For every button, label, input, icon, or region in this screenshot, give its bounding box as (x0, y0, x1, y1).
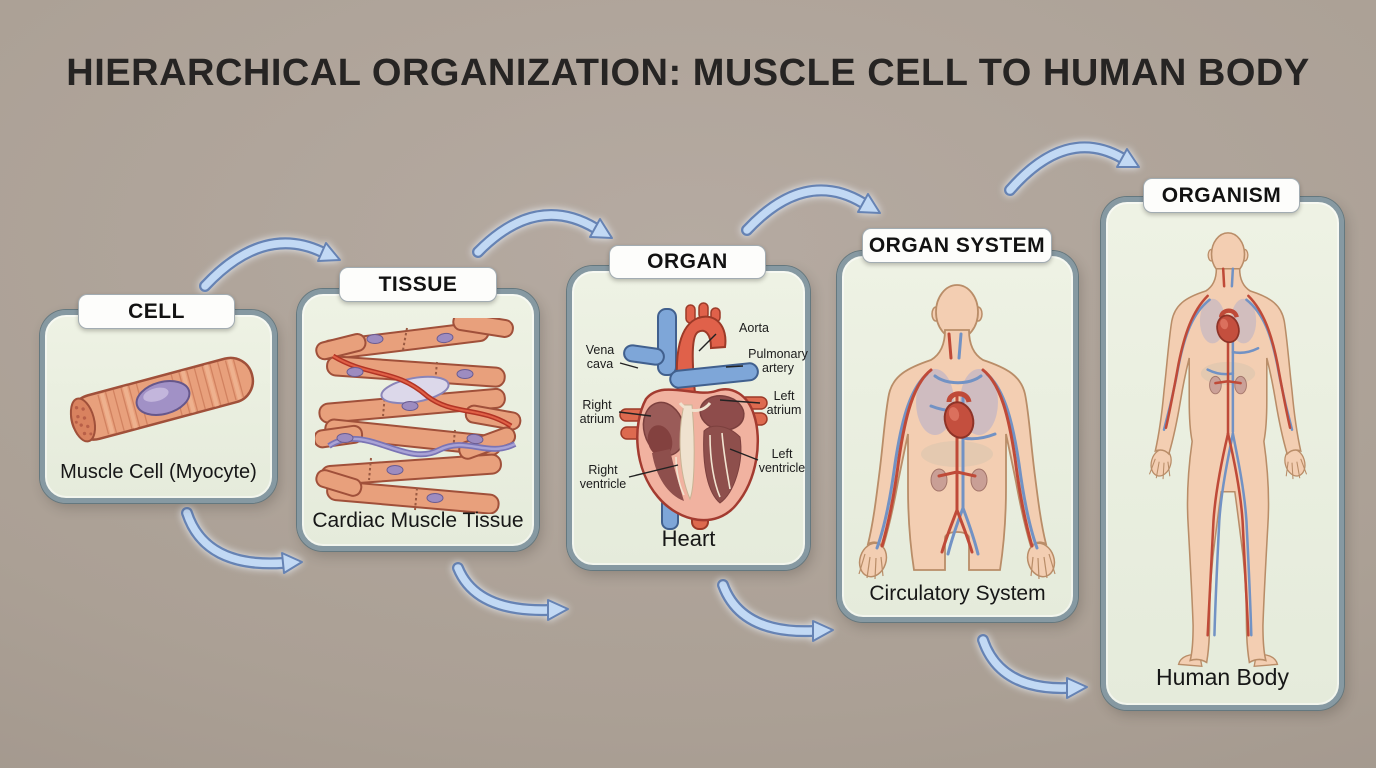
arrow-organ-to-system-top (741, 184, 881, 236)
panel-cell: Muscle Cell (Myocyte) (40, 310, 277, 503)
label-pulmonary-artery: Pulmonary artery (748, 347, 808, 376)
arrow-tissue-to-organ-bottom (452, 562, 569, 621)
panel-caption-organism: Human Body (1156, 664, 1289, 690)
stage-badge-tissue: TISSUE (339, 267, 497, 302)
stage-badge-organ-system: ORGAN SYSTEM (862, 228, 1052, 263)
panel-organism: Human Body (1101, 197, 1344, 710)
label-aorta: Aorta (739, 321, 769, 335)
panel-organ: Vena cava Aorta Pulmonary artery Right a… (567, 266, 810, 570)
human-body-illustration (1148, 232, 1308, 668)
panel-caption-organ-system: Circulatory System (869, 582, 1046, 605)
cardiac-tissue-illustration (315, 318, 522, 514)
muscle-cell-illustration (69, 356, 255, 443)
diagram-title: HIERARCHICAL ORGANIZATION: MUSCLE CELL T… (66, 52, 1310, 94)
label-vena-cava: Vena cava (585, 343, 615, 372)
panel-organ-system: Circulatory System (837, 251, 1078, 622)
arrow-organ-to-system-bottom (717, 579, 834, 642)
panel-caption-tissue: Cardiac Muscle Tissue (312, 509, 524, 532)
arrow-system-to-organism-bottom (977, 634, 1088, 699)
label-left-ventricle: Left ventricle (758, 447, 806, 476)
arrow-tissue-to-organ-top (472, 209, 613, 258)
panel-tissue: Cardiac Muscle Tissue (297, 289, 539, 551)
arrow-cell-to-tissue-top (199, 237, 341, 292)
label-right-ventricle: Right ventricle (579, 463, 627, 492)
label-left-atrium: Left atrium (766, 389, 802, 418)
arrow-system-to-organism-top (1004, 141, 1140, 196)
heart-illustration (619, 302, 768, 530)
stage-badge-cell: CELL (78, 294, 235, 329)
stage-badge-organism: ORGANISM (1143, 178, 1300, 213)
label-right-atrium: Right atrium (579, 398, 615, 427)
panel-caption-cell: Muscle Cell (Myocyte) (60, 461, 257, 483)
circulatory-torso-illustration (858, 284, 1056, 580)
arrow-cell-to-tissue-bottom (181, 507, 303, 574)
panel-caption-organ: Heart (661, 526, 716, 551)
stage-badge-organ: ORGAN (609, 245, 766, 279)
